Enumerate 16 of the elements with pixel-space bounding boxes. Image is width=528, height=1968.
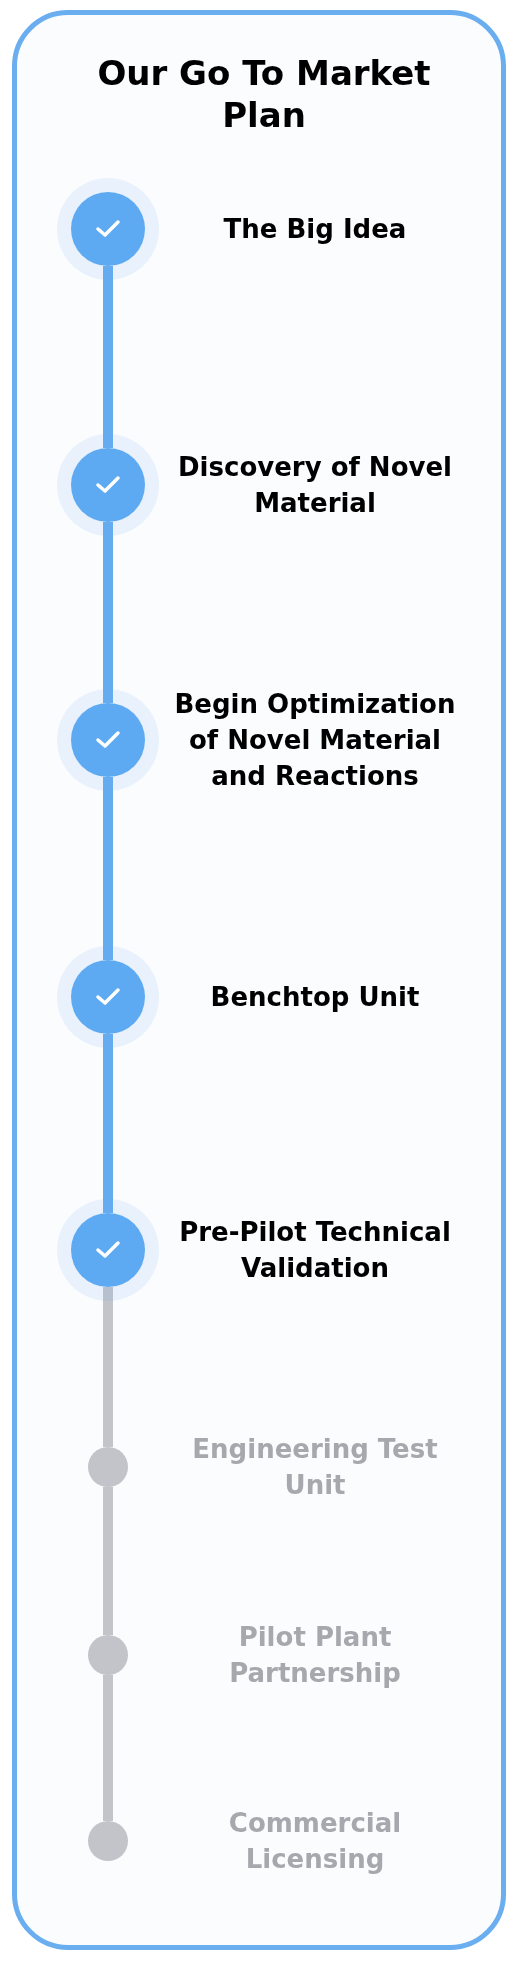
timeline-line — [103, 1487, 113, 1635]
step-label: Engineering Test Unit — [191, 1433, 439, 1502]
step-label: Pre-Pilot Technical Validation — [178, 1216, 452, 1285]
timeline-line — [103, 1034, 113, 1213]
timeline-line — [103, 522, 113, 703]
step-label: Pilot Plant Partnership — [228, 1621, 402, 1690]
step-label: The Big Idea — [222, 213, 408, 246]
step-label: Commercial Licensing — [227, 1807, 403, 1876]
step-label: Benchtop Unit — [209, 981, 421, 1014]
step-label: Begin Optimization of Novel Material and Reactions — [173, 688, 457, 793]
timeline-line — [103, 777, 113, 960]
title: Our Go To Market Plan — [96, 52, 432, 136]
timeline-line — [103, 1287, 113, 1447]
timeline-line — [103, 266, 113, 448]
timeline-line — [103, 1675, 113, 1821]
step-label: Discovery of Novel Material — [177, 451, 453, 520]
